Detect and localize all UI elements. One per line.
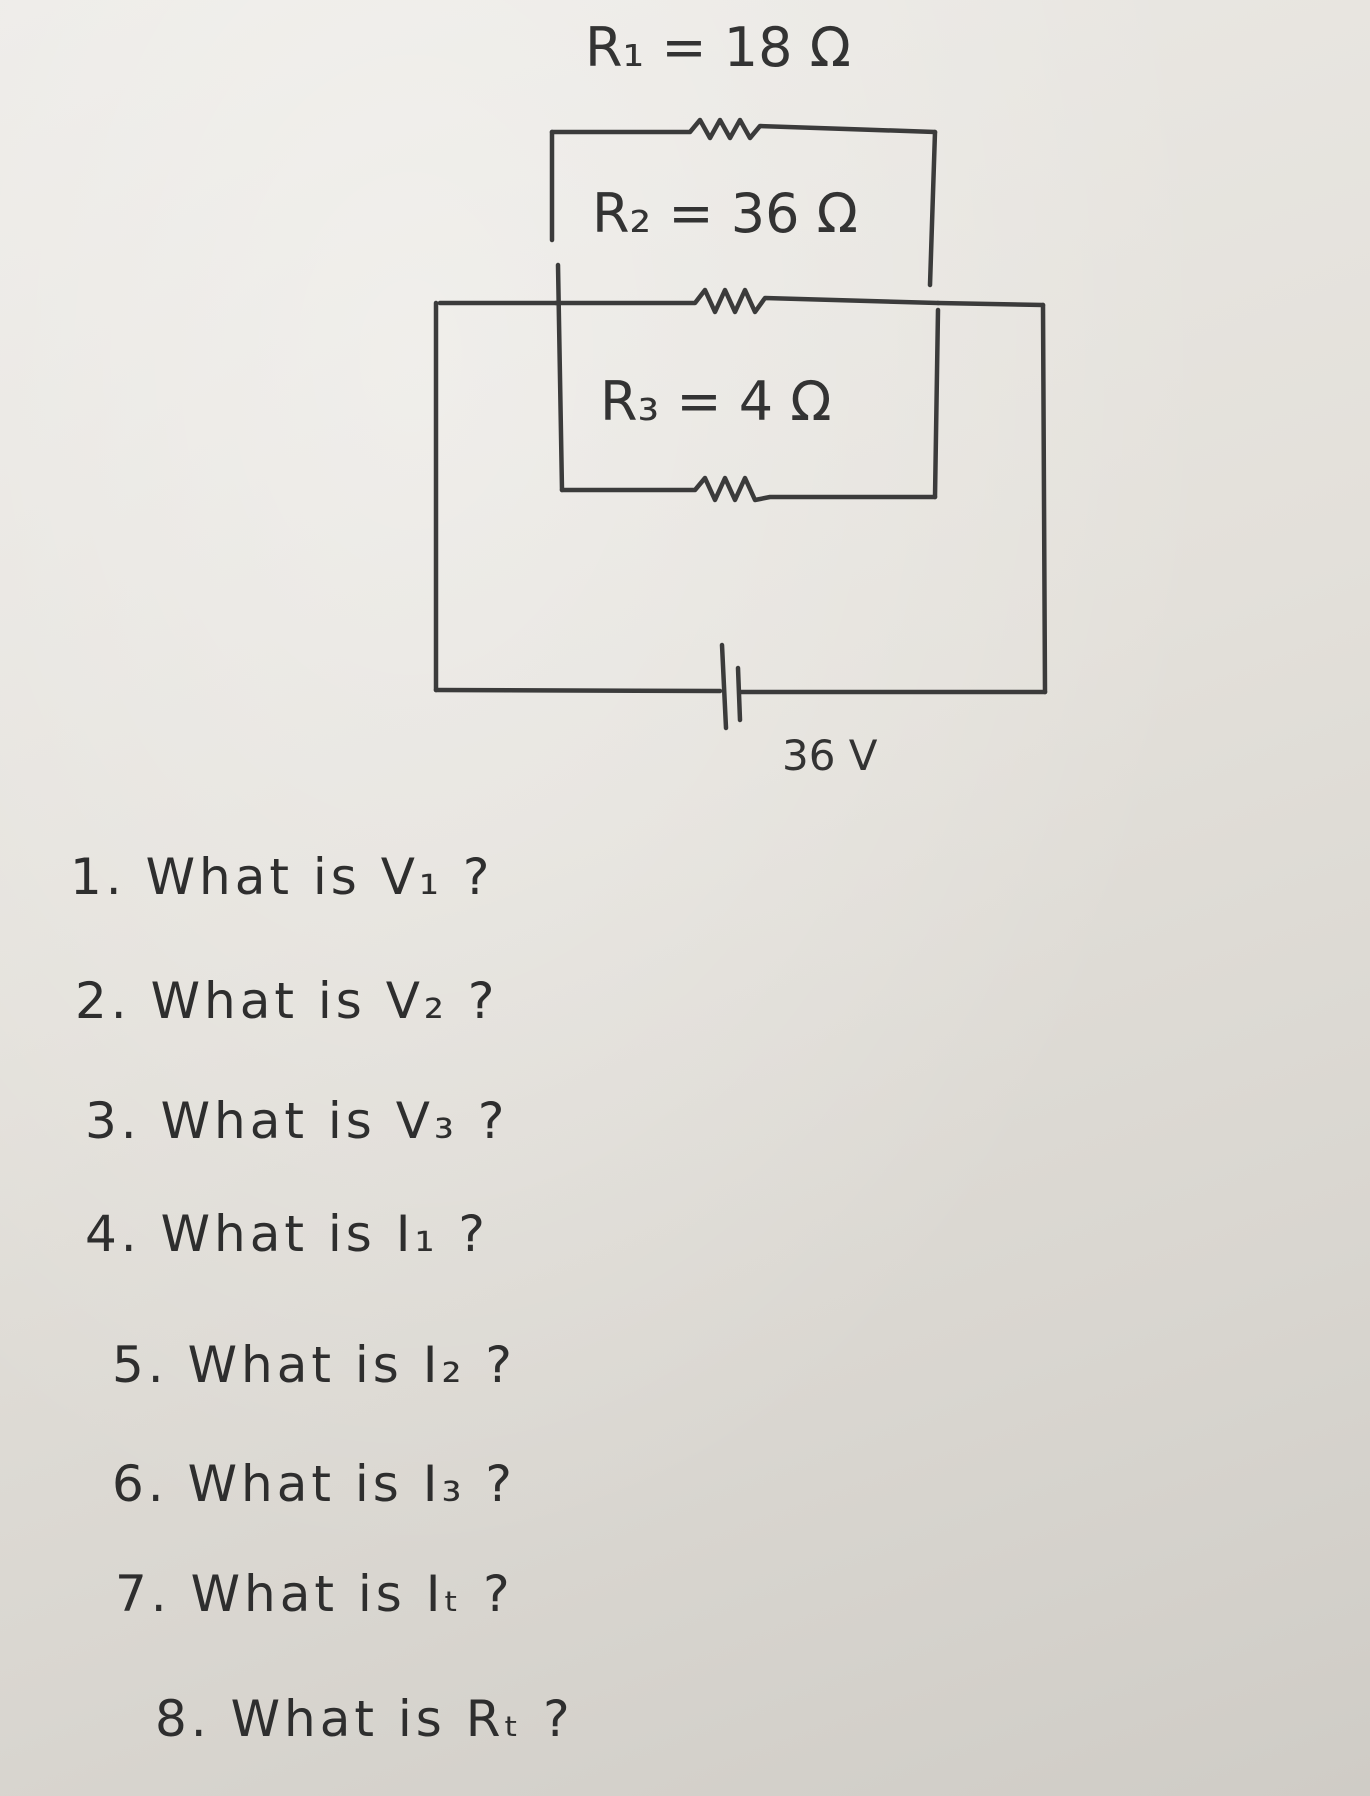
outer-wire-top-right [935, 300, 1046, 308]
r1-wire [549, 117, 938, 141]
question-5: 5. What is I₂ ? [112, 1336, 516, 1394]
question-7: 7. What is Iₜ ? [115, 1565, 514, 1623]
battery-plate-long [719, 642, 729, 731]
question-1: 1. What is V₁ ? [70, 848, 494, 906]
r2-wire [553, 287, 941, 315]
outer-wire-right [1040, 302, 1048, 695]
question-4: 4. What is I₁ ? [85, 1205, 489, 1263]
r2-label: R₂ = 36 Ω [592, 182, 858, 245]
r1-label: R₁ = 18 Ω [585, 16, 851, 79]
question-2: 2. What is V₂ ? [75, 972, 499, 1030]
battery-label: 36 V [782, 731, 878, 780]
r3-wire [559, 475, 938, 503]
question-3: 3. What is V₃ ? [85, 1092, 509, 1150]
bank-right-rail [927, 129, 941, 500]
outer-wire-bottom-left [433, 687, 723, 694]
battery-plate-short [735, 665, 743, 723]
question-6: 6. What is I₃ ? [112, 1455, 516, 1513]
question-8: 8. What is Rₜ ? [155, 1690, 574, 1748]
r3-label: R₃ = 4 Ω [600, 370, 832, 433]
